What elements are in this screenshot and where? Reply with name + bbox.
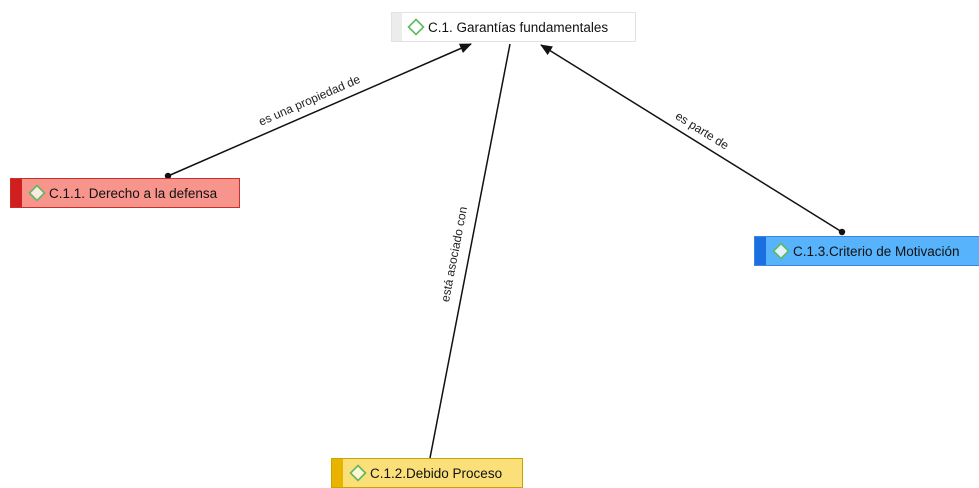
edge-line[interactable] bbox=[167, 43, 472, 177]
edge-label: es una propiedad de bbox=[256, 72, 362, 129]
node-garantias-fundamentales[interactable]: C.1. Garantías fundamentales bbox=[391, 12, 636, 42]
node-label: C.1.2.Debido Proceso bbox=[370, 465, 503, 481]
diamond-icon bbox=[407, 18, 425, 36]
node-color-bar bbox=[11, 179, 22, 207]
node-derecho-a-la-defensa[interactable]: C.1.1. Derecho a la defensa bbox=[10, 178, 240, 208]
edge-es-una-propiedad-de[interactable]: es una propiedad de bbox=[164, 43, 472, 180]
node-criterio-de-motivacion[interactable]: C.1.3.Criterio de Motivación bbox=[754, 236, 979, 266]
node-label: C.1. Garantías fundamentales bbox=[428, 19, 609, 35]
node-color-bar bbox=[755, 237, 766, 265]
diamond-icon bbox=[349, 464, 367, 482]
edge-label: está asociado con bbox=[438, 205, 470, 303]
edge-start-dot bbox=[838, 228, 846, 236]
node-color-bar bbox=[392, 13, 402, 41]
node-label: C.1.3.Criterio de Motivación bbox=[793, 243, 960, 259]
edge-es-parte-de[interactable]: es parte de bbox=[540, 44, 846, 236]
edge-start-dot bbox=[164, 172, 172, 180]
edge-esta-asociado-con[interactable]: está asociado con bbox=[429, 43, 511, 459]
diamond-icon bbox=[772, 242, 790, 260]
node-label: C.1.1. Derecho a la defensa bbox=[49, 185, 218, 201]
node-debido-proceso[interactable]: C.1.2.Debido Proceso bbox=[331, 458, 523, 488]
node-color-bar bbox=[332, 459, 343, 487]
edge-line[interactable] bbox=[429, 43, 511, 459]
diamond-icon bbox=[28, 184, 46, 202]
edge-line[interactable] bbox=[540, 44, 843, 233]
